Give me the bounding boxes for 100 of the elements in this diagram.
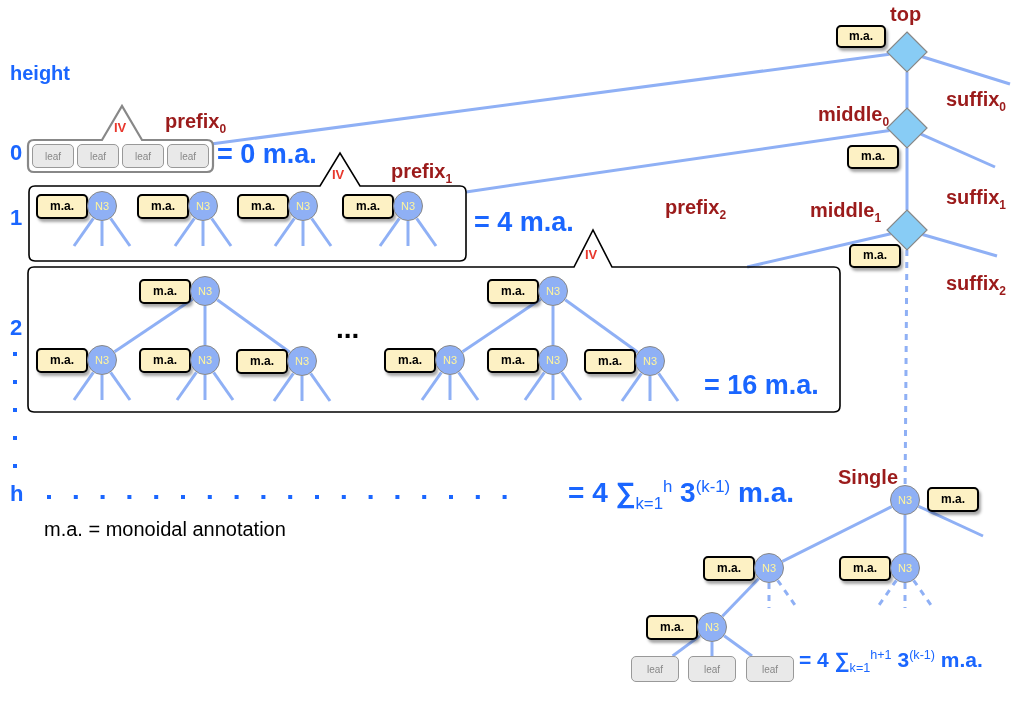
- node-circle: N3: [435, 345, 465, 375]
- node-circle: N3: [393, 191, 423, 221]
- edge-label: suffix$_{2}$: [946, 272, 1007, 294]
- connector-line: [912, 579, 935, 609]
- edge-label: suffix$_{1}$: [946, 186, 1007, 208]
- connector-line: [922, 233, 998, 258]
- connector-line: [781, 505, 893, 563]
- connector-line: [100, 221, 104, 246]
- annotation-tag: m.a.: [584, 349, 636, 374]
- connector-line: [273, 217, 296, 247]
- connector-line: [109, 217, 132, 247]
- axis-title: height: [10, 62, 70, 84]
- annotation-tag: m.a.: [487, 348, 539, 373]
- triangle-label: IV: [332, 168, 345, 183]
- connector-line: [551, 375, 555, 400]
- connector-line: [903, 583, 907, 608]
- connector-line: [72, 217, 95, 247]
- connector-line: [203, 375, 207, 400]
- node-circle: N3: [697, 612, 727, 642]
- cost-label: = 16 m.a.: [704, 371, 819, 401]
- connector-line: [113, 298, 194, 353]
- connector-line: [378, 217, 401, 247]
- connector-line: [100, 375, 104, 400]
- connector-line: [875, 579, 898, 609]
- triangle-label: IV: [114, 121, 127, 136]
- connector-line: [457, 371, 480, 401]
- connector-line: [201, 221, 205, 246]
- connector-line: [72, 371, 95, 401]
- node-label: top: [890, 3, 922, 25]
- group-title: prefix$_{1}$: [391, 160, 453, 182]
- connector-line: [272, 372, 295, 402]
- connector-line: [301, 221, 305, 246]
- annotation-tag: m.a.: [703, 556, 755, 581]
- edge-label: suffix$_{0}$: [946, 88, 1007, 110]
- node-circle: N3: [538, 276, 568, 306]
- level-number: h: [10, 482, 24, 507]
- annotation-tag: m.a.: [237, 194, 289, 219]
- leaf-box: leaf: [167, 144, 209, 168]
- connector-line: [309, 372, 332, 402]
- connector-line: [746, 232, 892, 269]
- connector-line: [448, 375, 452, 400]
- connector-line: [671, 634, 701, 658]
- annotation-tag: m.a.: [646, 615, 698, 640]
- node-circle: N3: [754, 553, 784, 583]
- connector-line: [461, 298, 542, 353]
- level-number: 0: [10, 141, 23, 166]
- level-number: 2: [10, 316, 23, 341]
- connector-line: [560, 371, 583, 401]
- leaf-box: leaf: [746, 656, 794, 682]
- annotation-tag: m.a.: [139, 279, 191, 304]
- node-heading: Single: [838, 466, 898, 488]
- annotation-tag: m.a.: [139, 348, 191, 373]
- connector-line: [903, 515, 907, 553]
- annotation-tag: m.a.: [839, 556, 891, 581]
- leaf-box: leaf: [122, 144, 164, 168]
- node-circle: N3: [890, 553, 920, 583]
- connector-line: [210, 217, 233, 247]
- connector-line: [406, 221, 410, 246]
- note-text: m.a. = monoidal annotation: [44, 518, 286, 540]
- node-circle: N3: [890, 485, 920, 515]
- sum-formula: = 4 ∑$_{k=1}$$^{h+1}$ 3$^{(k-1)}$ m.a.: [799, 648, 983, 672]
- connector-line: [415, 217, 438, 247]
- connector-line: [216, 298, 291, 354]
- connector-line: [173, 217, 196, 247]
- connector-line: [300, 376, 304, 401]
- connector-line: [905, 72, 909, 108]
- connector-line: [767, 583, 771, 608]
- sum-formula: = 4 ∑$_{k=1}$$^{h}$ 3$^{(k-1)}$ m.a.: [568, 478, 794, 509]
- connector-line: [648, 376, 652, 401]
- triangle-label: IV: [585, 248, 598, 263]
- connector-line: [776, 579, 799, 609]
- connector-line: [620, 372, 643, 402]
- ellipsis: ...: [336, 314, 360, 345]
- annotation-tag: m.a.: [36, 348, 88, 373]
- leaf-box: leaf: [631, 656, 679, 682]
- group-title: prefix$_{2}$: [665, 196, 727, 218]
- connector-line: [420, 371, 443, 401]
- connector-line: [710, 642, 714, 656]
- annotation-tag: m.a.: [137, 194, 189, 219]
- connector-line: [310, 217, 333, 247]
- node-circle: N3: [188, 191, 218, 221]
- connector-line: [903, 249, 909, 485]
- node-circle: N3: [288, 191, 318, 221]
- node-label: middle$_{1}$: [810, 199, 882, 221]
- annotation-tag: m.a.: [384, 348, 436, 373]
- annotation-tag: m.a.: [236, 349, 288, 374]
- node-circle: N3: [538, 345, 568, 375]
- connector-line: [203, 306, 207, 345]
- node-circle: N3: [287, 346, 317, 376]
- connector-line: [465, 129, 890, 194]
- level-number: 1: [10, 206, 23, 231]
- node-circle: N3: [190, 276, 220, 306]
- node-circle: N3: [190, 345, 220, 375]
- node-circle: N3: [635, 346, 665, 376]
- annotation-tag: m.a.: [36, 194, 88, 219]
- connector-line: [657, 372, 680, 402]
- annotation-tag: m.a.: [487, 279, 539, 304]
- leaf-box: leaf: [32, 144, 74, 168]
- node-circle: N3: [87, 191, 117, 221]
- annotation-tag: m.a.: [847, 145, 899, 169]
